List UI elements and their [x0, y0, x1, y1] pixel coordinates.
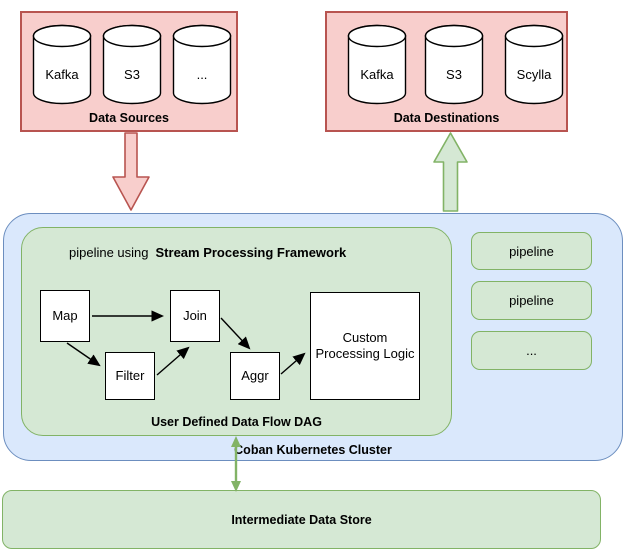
dag-node-map: Map	[40, 290, 90, 342]
data-sources-box: Kafka S3 ... Data Sources	[20, 11, 238, 132]
data-destinations-box: Kafka S3 Scylla Data Destinations	[325, 11, 568, 132]
intermediate-data-store-box: Intermediate Data Store	[2, 490, 601, 549]
data-source-cylinder: S3	[102, 24, 162, 105]
pipeline-pill-1: pipeline	[471, 232, 592, 270]
cylinder-label: Scylla	[516, 67, 552, 82]
database-cylinder-icon	[504, 24, 564, 105]
data-destination-cylinder: Kafka	[347, 24, 407, 105]
data-destination-cylinder: S3	[424, 24, 484, 105]
database-cylinder-icon	[424, 24, 484, 105]
dag-node-join: Join	[170, 290, 220, 342]
data-source-cylinder: ...	[172, 24, 232, 105]
pipeline-title-framework: Stream Processing Framework	[155, 245, 347, 260]
database-cylinder-icon	[172, 24, 232, 105]
data-source-cylinder: Kafka	[32, 24, 92, 105]
data-destinations-title: Data Destinations	[393, 111, 500, 125]
stream-pipeline-title: pipeline using Stream Processing Framewor…	[69, 245, 346, 260]
database-cylinder-icon	[102, 24, 162, 105]
kubernetes-cluster-title: Coban Kubernetes Cluster	[234, 443, 392, 457]
cluster-to-destinations-arrow	[433, 132, 468, 212]
pipeline-pill-2: pipeline	[471, 281, 592, 320]
cylinder-label: ...	[196, 67, 208, 82]
database-cylinder-icon	[347, 24, 407, 105]
data-sources-title: Data Sources	[89, 111, 169, 125]
sources-to-cluster-arrow	[112, 132, 150, 211]
pipeline-pill-more: ...	[471, 331, 592, 370]
dag-node-custom-processing-logic: Custom Processing Logic	[310, 292, 420, 400]
cylinder-label: Kafka	[360, 67, 394, 82]
database-cylinder-icon	[32, 24, 92, 105]
cylinder-label: S3	[124, 67, 140, 82]
cylinder-label: S3	[446, 67, 462, 82]
cylinder-label: Kafka	[45, 67, 79, 82]
dag-node-aggr: Aggr	[230, 352, 280, 400]
dag-caption: User Defined Data Flow DAG	[151, 415, 322, 429]
pipeline-title-prefix: pipeline using	[69, 245, 149, 260]
dag-node-filter: Filter	[105, 352, 155, 400]
data-destination-cylinder: Scylla	[504, 24, 564, 105]
